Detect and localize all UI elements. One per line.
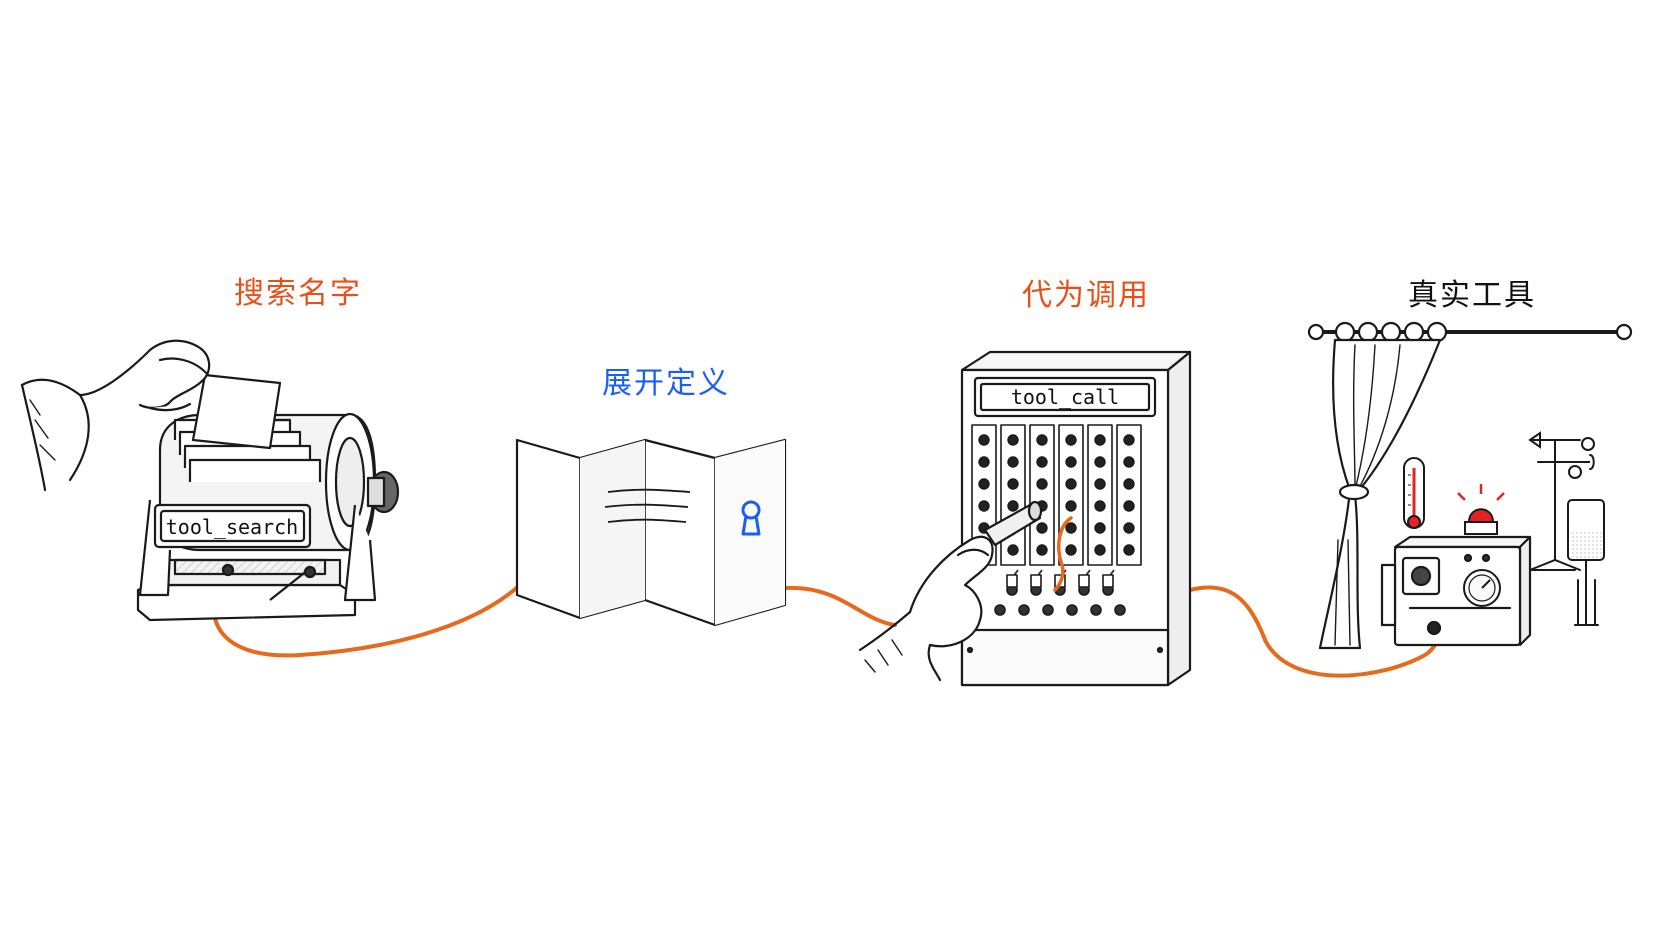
tool-call-label: tool_call: [1011, 385, 1119, 409]
hand-icon: [20, 339, 211, 492]
weather-station: [1380, 535, 1532, 647]
patch-cord: [1053, 516, 1073, 592]
step-1-title: 搜索名字: [234, 276, 362, 311]
step-3-title: 代为调用: [1022, 278, 1150, 313]
tool-search-label: tool_search: [166, 515, 298, 539]
keyhole-icon: [741, 500, 761, 536]
curtain-icon: [1307, 321, 1633, 650]
card-file-icon: [136, 373, 400, 622]
weather-vane-icon: [1528, 431, 1605, 626]
gauge-icon: [1463, 569, 1501, 607]
step-4-title: 真实工具: [1408, 278, 1536, 313]
thermometer-icon: [1403, 457, 1425, 529]
connecting-cable: [211, 573, 1440, 678]
hand-icon: [858, 535, 994, 682]
switchboard-icon: [960, 350, 1192, 687]
step-2-title: 展开定义: [602, 366, 730, 401]
beacon-icon: [1457, 484, 1505, 535]
